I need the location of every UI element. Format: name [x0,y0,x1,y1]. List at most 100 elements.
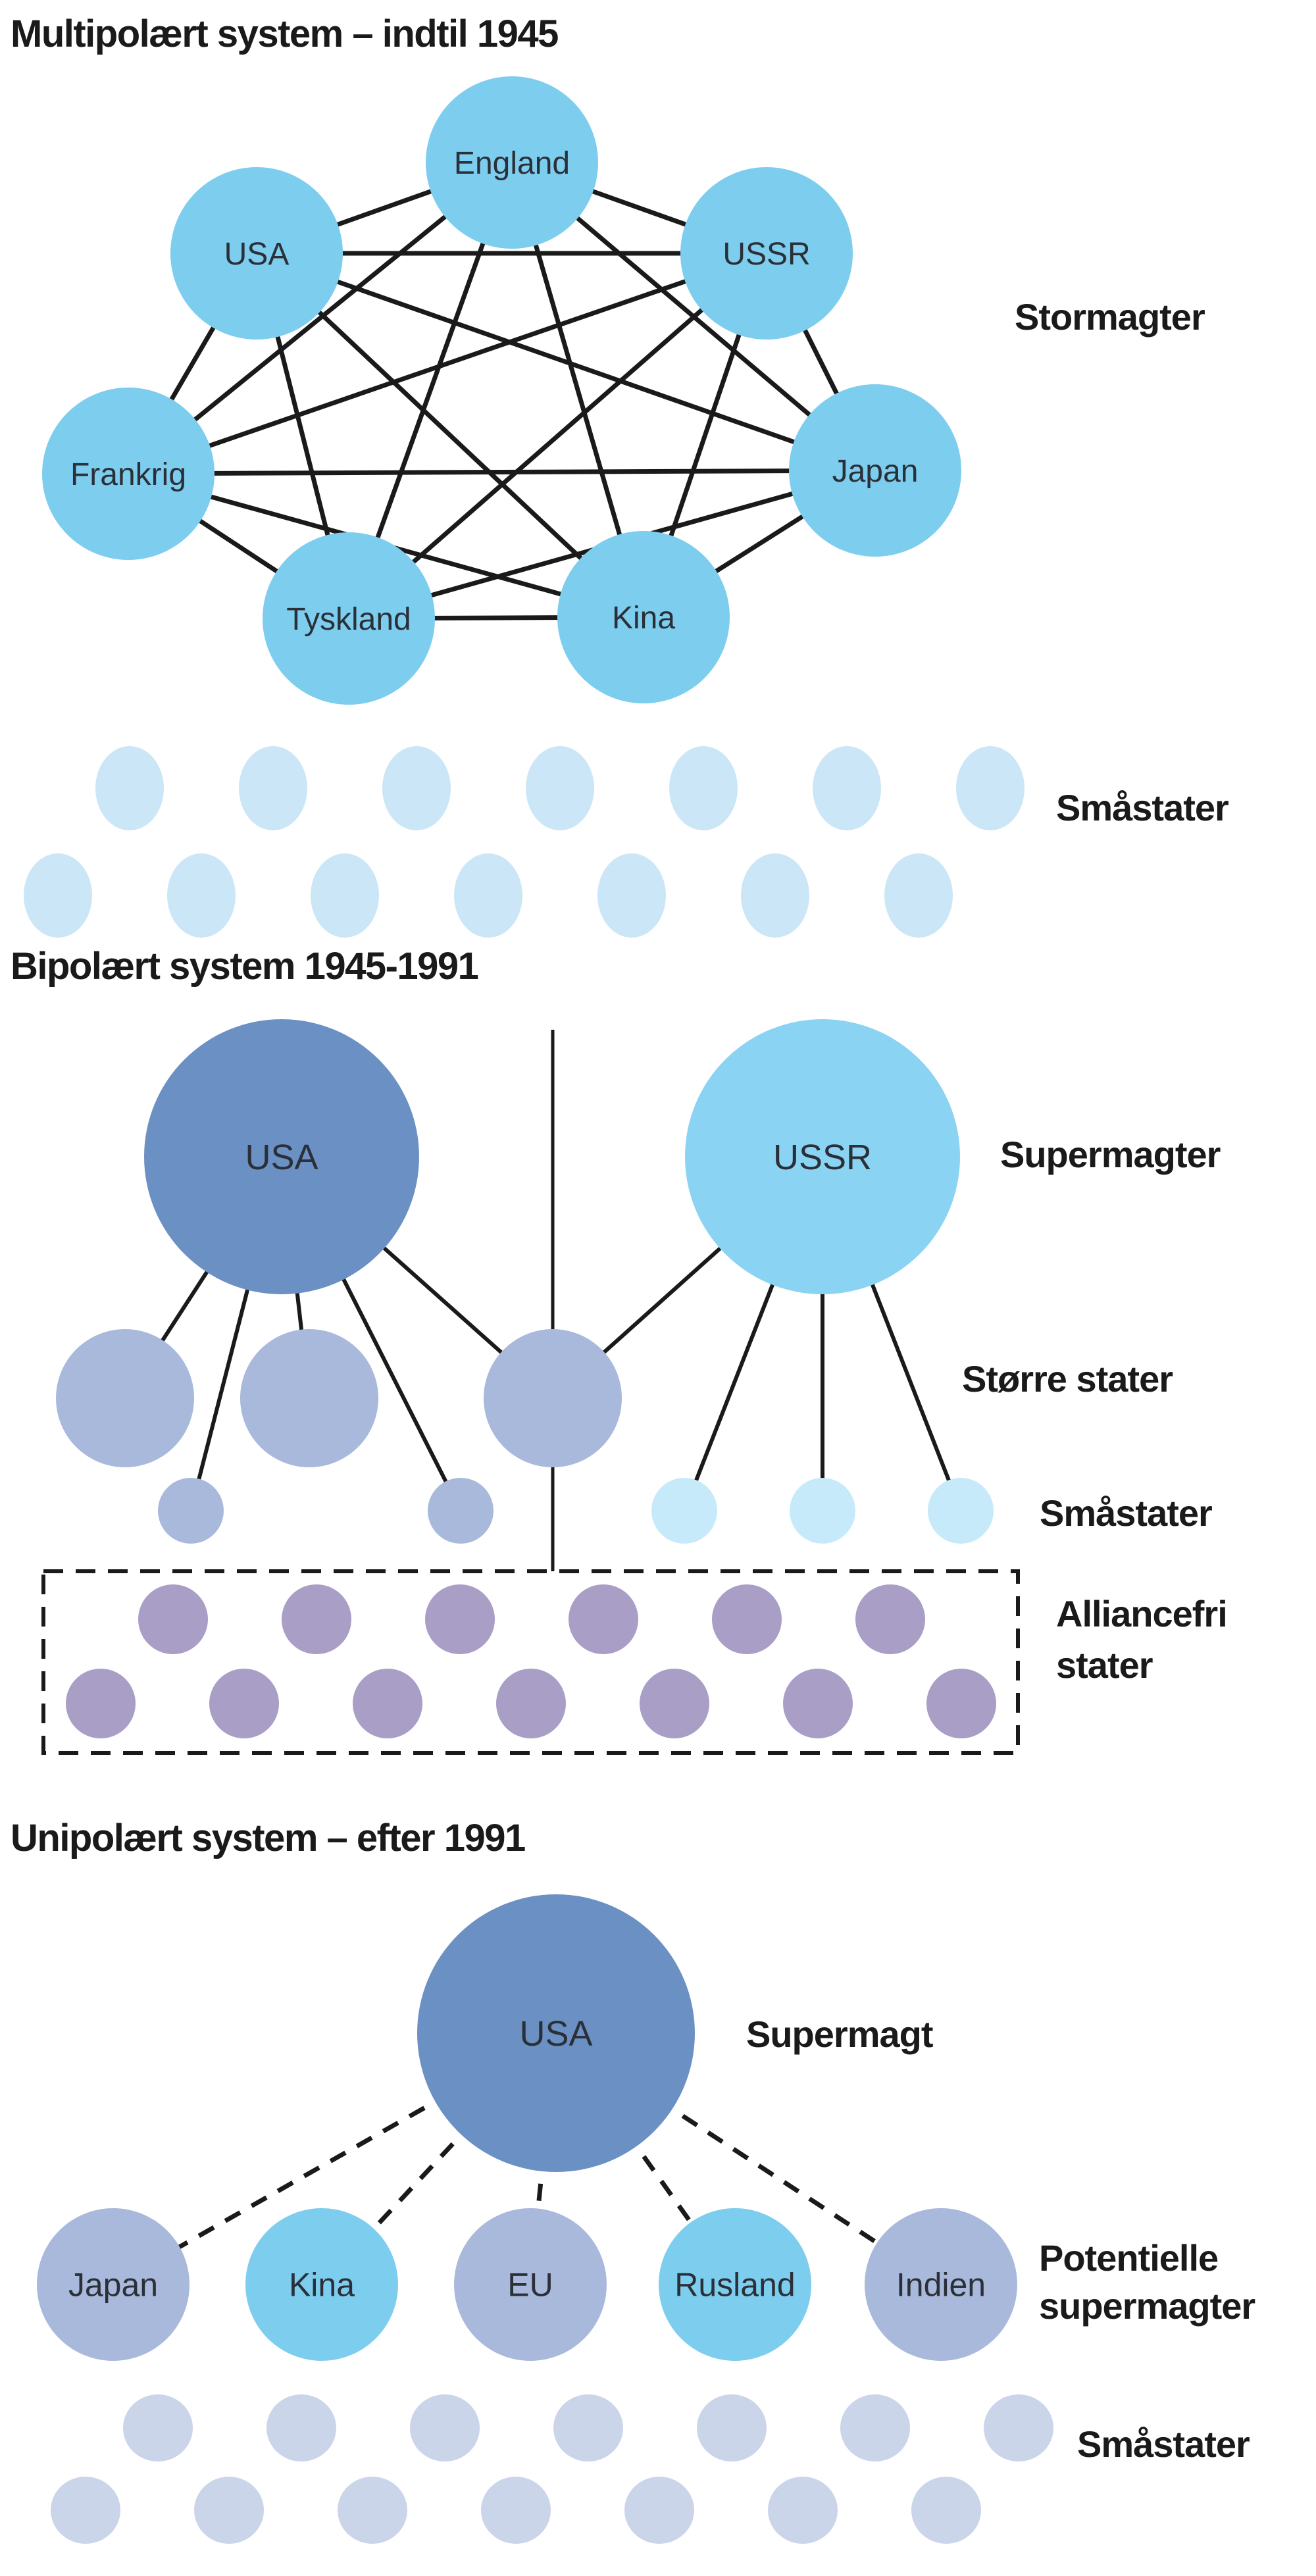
node-m3 [484,1329,622,1467]
node-japan [789,384,961,557]
edge-usa3-japan3 [112,2031,557,2287]
node-label-england: England [454,146,570,181]
multipolar-small-dot-row2 [24,853,92,938]
label-alliancefri-line2: stater [1056,1644,1153,1686]
bipolar-small-dot-row1 [138,1584,208,1654]
label-alliancefri-stater: Alliancefri stater [1056,1588,1228,1691]
node-label-indien3: Indien [896,2267,986,2304]
bipolar-small-dot-row1 [425,1584,495,1654]
node-label-japan3: Japan [68,2267,158,2304]
unipolar-small-dot-row1 [553,2394,623,2462]
node-usa3 [417,1894,695,2172]
edge-usa-japan [255,251,876,473]
node-england [426,76,598,249]
bipolar-small-dot-row2 [640,1669,709,1738]
node-label-usa3: USA [519,2014,592,2054]
node-label-usa2: USA [245,1138,318,1177]
node-kina3 [245,2208,398,2361]
section-title-unipolar: Unipolært system – efter 1991 [11,1817,526,1859]
unipolar-small-dot-row2 [481,2477,551,2544]
bipolar-small-dot-row2 [783,1669,853,1738]
node-label-tyskland: Tyskland [286,602,411,637]
node-rusland3 [659,2208,811,2361]
multipolar-small-dot-row2 [884,853,953,938]
node-label-eu3: EU [507,2267,553,2304]
multipolar-small-dot-row1 [239,746,307,830]
node-m2 [240,1329,378,1467]
label-smaastater-1: Småstater [1056,787,1229,828]
node-japan3 [37,2208,190,2361]
bipolar-small-dot-row2 [496,1669,566,1738]
label-stormagter: Stormagter [1015,296,1205,338]
multipolar-small-dot-row1 [526,746,594,830]
label-smaastater-2: Småstater [1040,1492,1213,1534]
edge-ussr-frankrig [127,251,768,476]
node-label-rusland3: Rusland [674,2267,795,2304]
node-label-frankrig: Frankrig [70,457,186,492]
multipolar-small-dot-row1 [382,746,451,830]
unipolar-small-dot-row2 [194,2477,264,2544]
multipolar-small-dot-row1 [95,746,164,830]
node-m1 [56,1329,194,1467]
label-potentielle-line1: Potentielle [1039,2237,1219,2279]
multipolar-small-dot-row2 [311,853,379,938]
node-sa [158,1478,224,1544]
bipolar-small-dot-row2 [209,1669,279,1738]
node-label-kina3: Kina [289,2267,355,2304]
node-usa [170,167,343,340]
unipolar-small-dot-row2 [911,2477,981,2544]
unipolar-small-dot-row2 [768,2477,838,2544]
bipolar-small-dot-row1 [855,1584,925,1654]
multipolar-small-dot-row2 [741,853,809,938]
label-potentielle-supermagter: Potentielle supermagter [1039,2234,1255,2330]
unipolar-small-dot-row1 [410,2394,480,2462]
node-label-usa: USA [224,237,290,272]
node-ussr2 [685,1019,960,1294]
bipolar-small-dot-row2 [353,1669,422,1738]
bipolar-small-dot-row2 [66,1669,136,1738]
label-supermagt: Supermagt [746,2013,933,2055]
label-smaastater-3: Småstater [1077,2423,1250,2465]
node-sc [651,1478,717,1544]
node-usa2 [144,1019,419,1294]
node-eu3 [454,2208,607,2361]
node-sb [428,1478,494,1544]
node-frankrig [42,388,215,560]
node-sd [790,1478,855,1544]
node-tyskland [263,532,435,705]
node-label-ussr: USSR [722,237,810,272]
edge-usa-kina [255,251,645,619]
label-supermagter: Supermagter [1000,1134,1221,1175]
section-title-bipolar: Bipolært system 1945-1991 [11,945,479,988]
bipolar-small-dot-row1 [282,1584,351,1654]
bipolar-small-dot-row1 [569,1584,638,1654]
node-label-ussr2: USSR [773,1138,872,1177]
label-alliancefri-line1: Alliancefri [1056,1593,1228,1634]
node-kina [557,531,730,703]
bipolar-small-dot-row1 [712,1584,782,1654]
node-label-japan: Japan [832,454,919,489]
multipolar-small-dot-row1 [813,746,881,830]
node-label-kina: Kina [612,601,675,636]
unipolar-small-dot-row2 [624,2477,694,2544]
unipolar-small-dot-row2 [338,2477,407,2544]
multipolar-small-dot-row1 [669,746,738,830]
unipolar-small-dot-row1 [123,2394,193,2462]
label-stoerre-stater: Større stater [962,1358,1173,1400]
node-indien3 [865,2208,1017,2361]
bipolar-small-dot-row2 [926,1669,996,1738]
unipolar-small-dot-row1 [697,2394,767,2462]
unipolar-small-dot-row1 [984,2394,1053,2462]
multipolar-small-dot-row1 [956,746,1025,830]
label-potentielle-line2: supermagter [1039,2285,1255,2327]
unipolar-small-dot-row1 [266,2394,336,2462]
alliance-box [41,1569,1020,1755]
unipolar-small-dot-row2 [51,2477,120,2544]
multipolar-small-dot-row2 [597,853,666,938]
edge-ussr-tyskland [347,251,769,620]
multipolar-small-dot-row2 [454,853,522,938]
node-ussr [680,167,853,340]
section-title-multipolar: Multipolært system – indtil 1945 [11,13,559,55]
